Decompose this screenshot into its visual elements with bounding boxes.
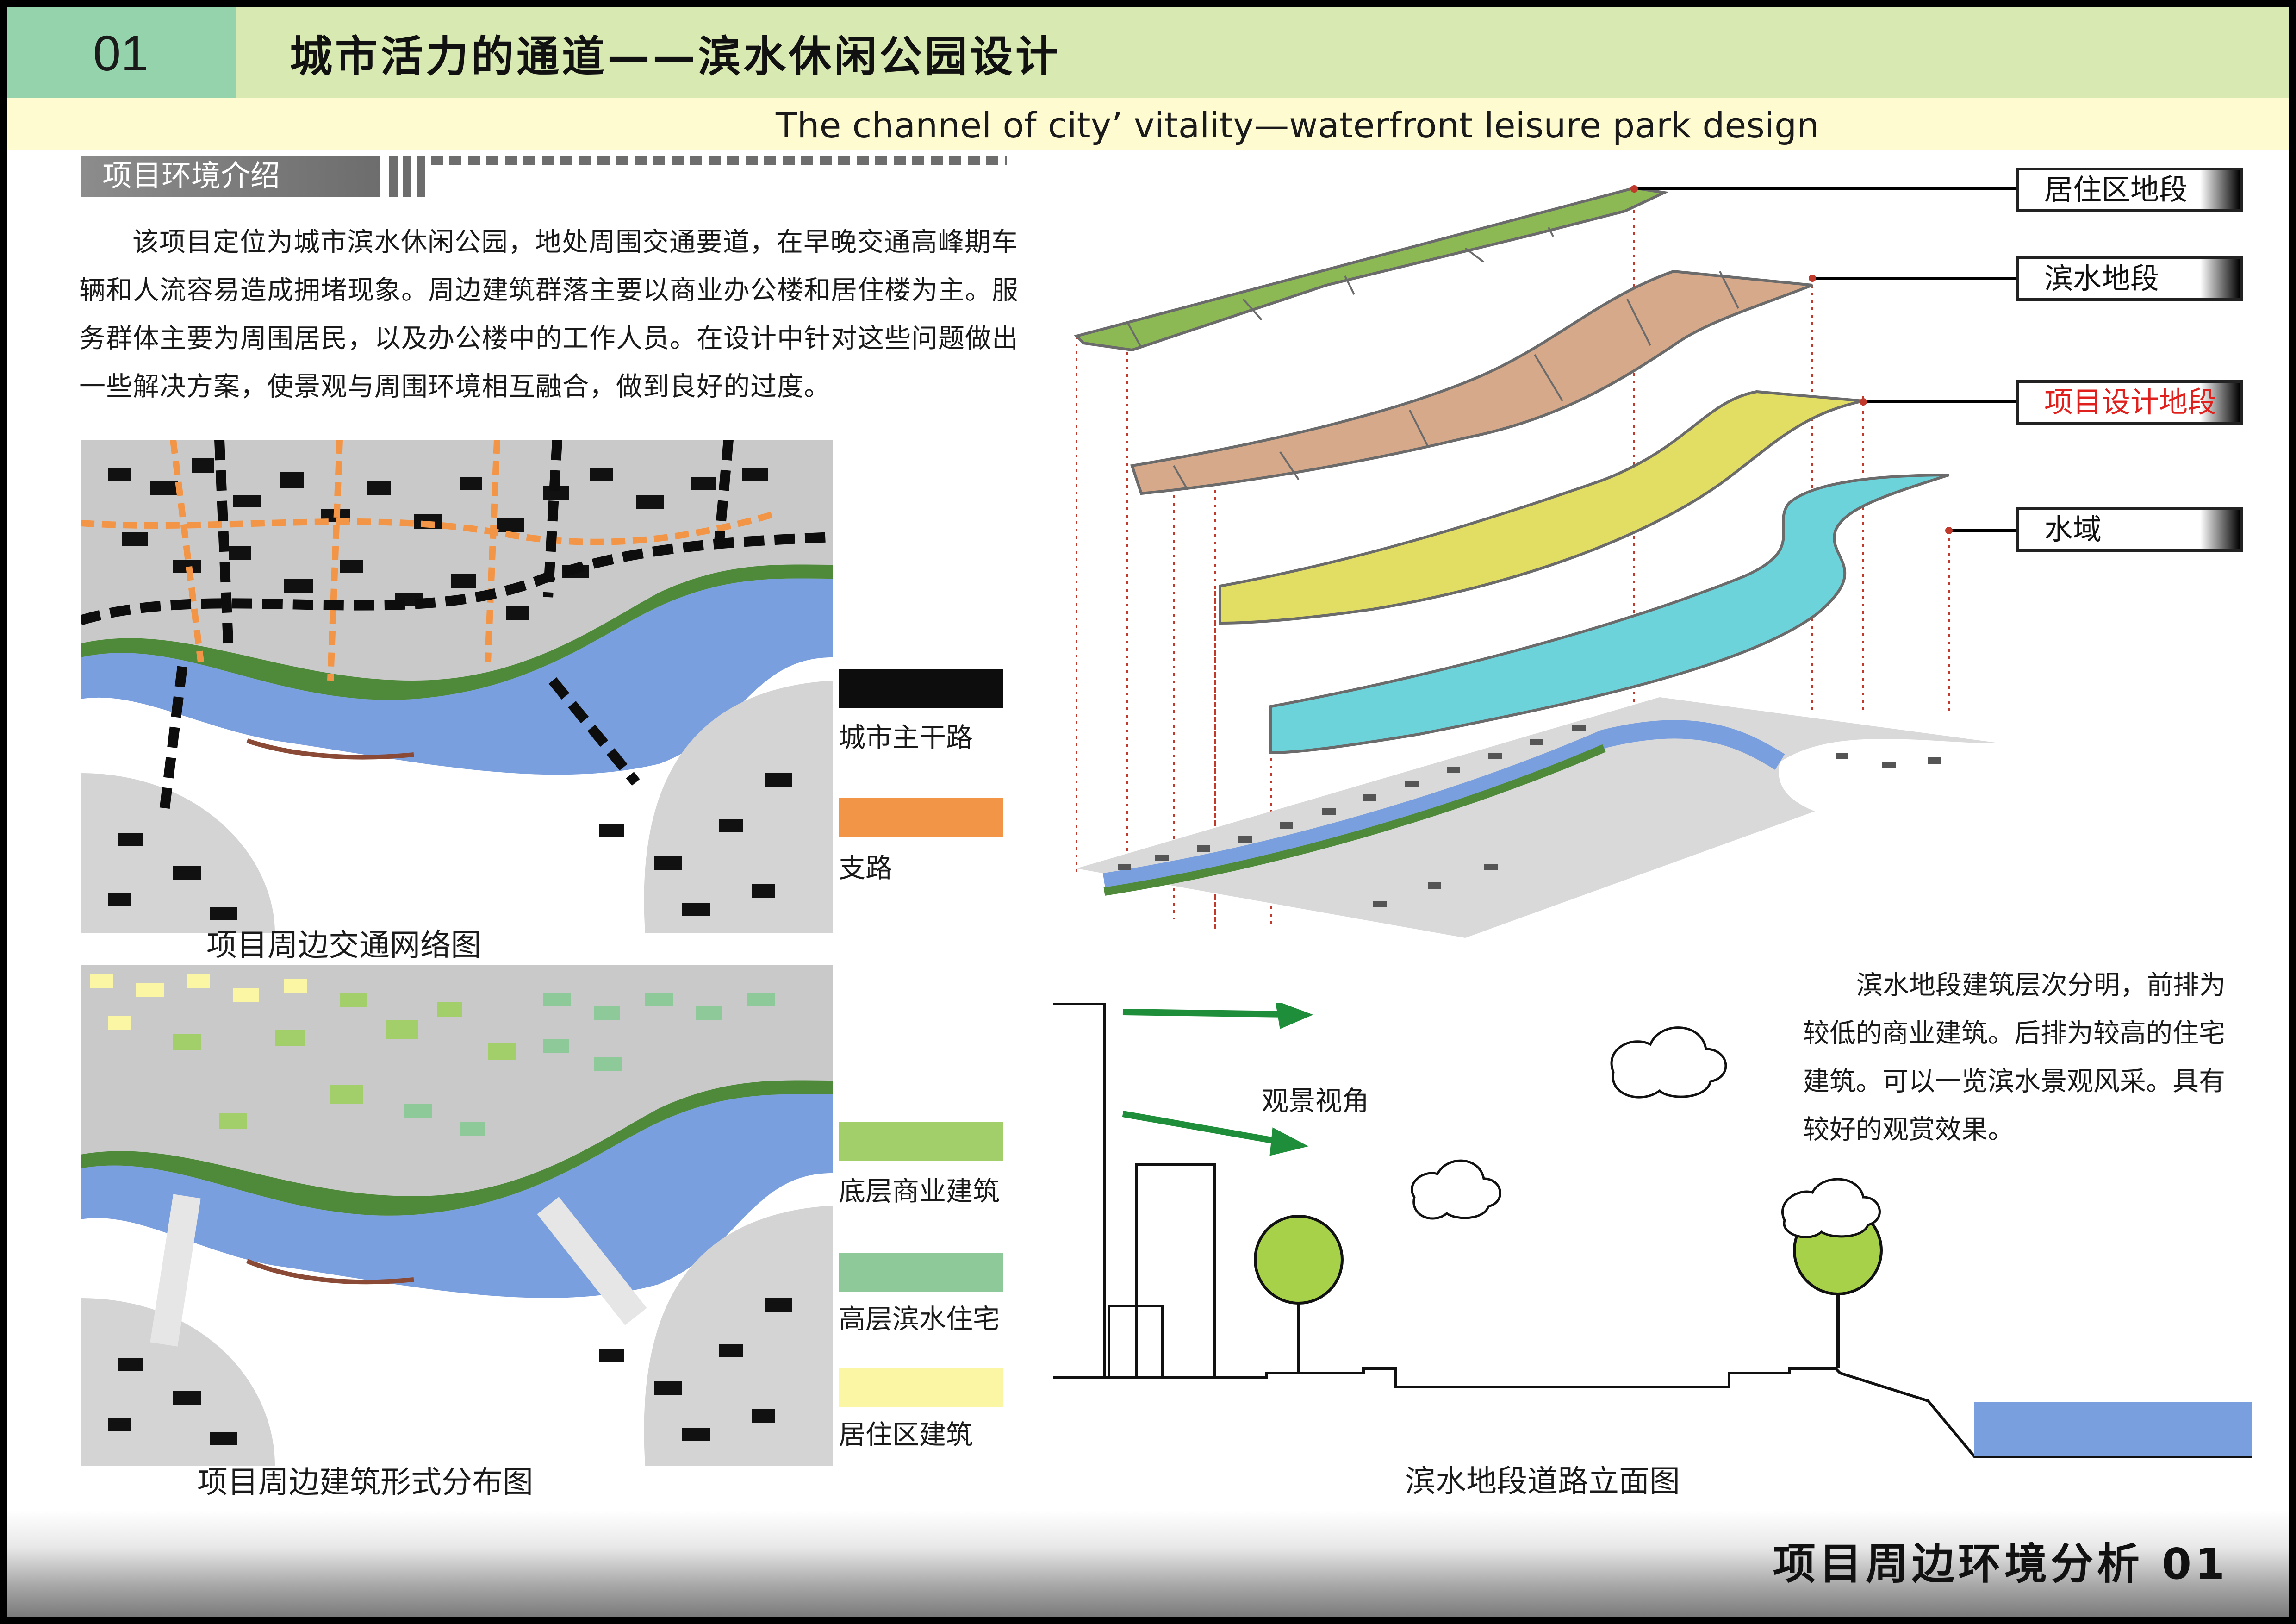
section-bar <box>403 156 411 197</box>
section-bar <box>417 156 425 197</box>
layer-label-residential: 居住区地段 <box>2016 168 2243 212</box>
layer-label-water: 水域 <box>2016 507 2243 552</box>
view-arrow-icon <box>1122 1003 1313 1156</box>
layer-shape-water <box>1269 474 1949 755</box>
legend-label-branch-road: 支路 <box>839 852 893 884</box>
traffic-map <box>81 440 833 933</box>
section-dashed-rule <box>431 156 1007 165</box>
layer-shape-project-site <box>1219 390 1864 625</box>
footer-label: 项目周边环境分析 01 <box>1773 1539 2228 1589</box>
layer-label-waterfront: 滨水地段 <box>2016 256 2243 301</box>
header-subtitle-band: The channel of city’ vitality—waterfront… <box>7 98 2289 150</box>
legend-swatch-low-commercial <box>839 1122 1003 1161</box>
elevation-description: 滨水地段建筑层次分明，前排为较低的商业建筑。后排为较高的住宅建筑。可以一览滨水景… <box>1803 970 2226 1145</box>
header-subtitle: The channel of city’ vitality—waterfront… <box>776 105 1819 146</box>
poster-page: 01 城市活力的通道——滨水休闲公园设计 The channel of city… <box>7 7 2289 1617</box>
cloud-icon <box>1781 1178 1881 1238</box>
water-area <box>1974 1402 2252 1456</box>
legend-swatch-residential <box>839 1368 1003 1407</box>
elevation-drawing <box>1053 1003 2252 1458</box>
legend-label-high-residential: 高层滨水住宅 <box>839 1303 1000 1335</box>
layer-diagram <box>1074 185 2021 938</box>
tree-icon <box>1254 1215 1344 1373</box>
section-bar <box>389 156 398 197</box>
legend-swatch-main-road <box>839 669 1003 708</box>
layer-label-project-site: 项目设计地段 <box>2016 380 2243 425</box>
intro-paragraph: 该项目定位为城市滨水休闲公园，地处周围交通要道，在早晚交通高峰期车辆和人流容易造… <box>79 227 1019 402</box>
layer-shape-waterfront <box>1130 269 1813 495</box>
footer-band: 项目周边环境分析 01 <box>7 1510 2289 1617</box>
building-map-caption: 项目周边建筑形式分布图 <box>197 1464 533 1500</box>
traffic-map-caption: 项目周边交通网络图 <box>206 927 481 963</box>
view-angle-label: 观景视角 <box>1262 1085 1369 1117</box>
legend-swatch-branch-road <box>839 798 1003 837</box>
header-title: 城市活力的通道——滨水休闲公园设计 <box>236 7 2289 98</box>
legend-label-low-commercial: 底层商业建筑 <box>839 1175 1000 1207</box>
cloud-icon <box>1411 1159 1501 1220</box>
building-map <box>81 965 833 1466</box>
section-label: 项目环境介绍 <box>81 156 380 197</box>
elevation-caption: 滨水地段道路立面图 <box>1405 1463 1680 1499</box>
legend-swatch-high-residential <box>839 1253 1003 1292</box>
header-number: 01 <box>7 7 236 98</box>
legend-label-main-road: 城市主干路 <box>839 722 973 753</box>
legend-label-residential: 居住区建筑 <box>839 1419 973 1450</box>
cloud-icon <box>1610 1026 1727 1099</box>
